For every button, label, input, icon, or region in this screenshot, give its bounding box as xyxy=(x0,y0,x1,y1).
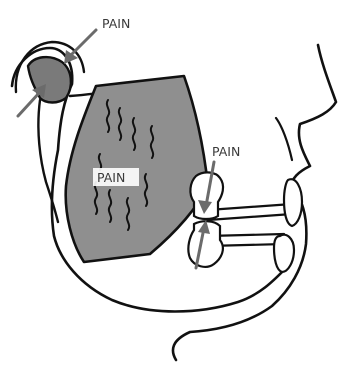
muscle-pain-label: PAIN xyxy=(97,170,125,185)
upper-incisor xyxy=(284,179,302,226)
upper-tooth-row xyxy=(208,204,292,220)
condyle xyxy=(28,57,71,102)
tmj-pain-label: PAIN xyxy=(102,16,130,31)
lower-incisor xyxy=(274,235,294,272)
tooth-pain-label: PAIN xyxy=(212,144,240,159)
lip-line xyxy=(276,118,292,160)
